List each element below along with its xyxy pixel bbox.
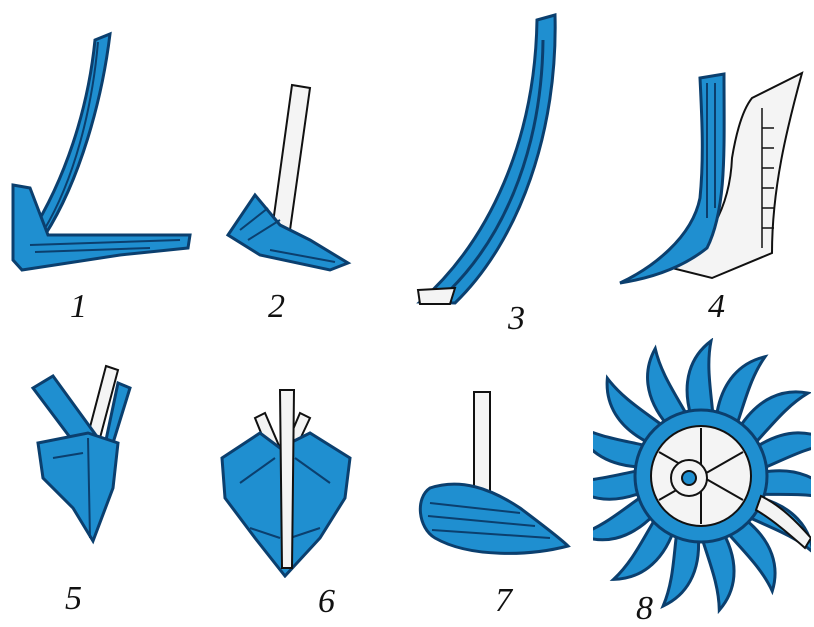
- tool-6-figure: [210, 388, 360, 578]
- tool-3-figure: [410, 10, 580, 310]
- tool-2-drawing: [220, 80, 355, 280]
- tool-5-figure: [18, 358, 168, 548]
- tool-4-label: 4: [708, 290, 725, 324]
- tool-7-figure: [410, 388, 580, 563]
- tool-8-figure: [593, 338, 811, 618]
- tool-2-label: 2: [268, 290, 285, 324]
- tool-5-drawing: [18, 358, 168, 548]
- tool-7-label: 7: [495, 584, 512, 618]
- tool-1-drawing: [10, 30, 195, 280]
- tool-6-drawing: [210, 388, 360, 578]
- tool-7-drawing: [410, 388, 580, 563]
- tool-4-drawing: [612, 68, 812, 293]
- tool-1-label: 1: [70, 290, 87, 324]
- tool-5-label: 5: [65, 582, 82, 616]
- tool-1-figure: [10, 30, 195, 280]
- tool-4-figure: [612, 68, 812, 293]
- tool-3-drawing: [410, 10, 580, 310]
- tool-3-label: 3: [508, 302, 525, 336]
- tool-8-label: 8: [636, 592, 653, 626]
- tool-2-figure: [220, 80, 355, 280]
- tool-8-drawing: [593, 338, 811, 618]
- tool-6-label: 6: [318, 585, 335, 619]
